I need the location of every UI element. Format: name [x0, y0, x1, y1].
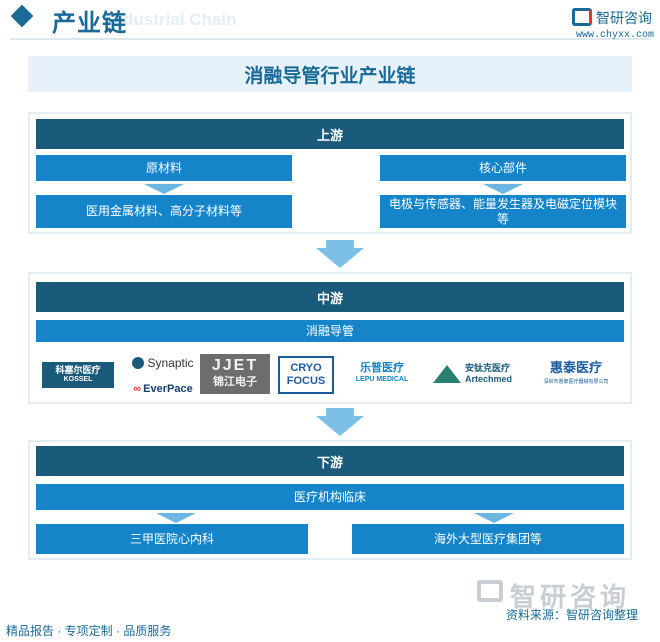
header-divider [10, 38, 650, 40]
upstream-section: 上游 原材料 医用金属材料、高分子材料等 核心部件 电极与传感器、能量发生器及电… [28, 112, 632, 234]
watermark-text: 智研咨询 [510, 582, 631, 612]
downstream-section: 下游 医疗机构临床 三甲医院心内科 海外大型医疗集团等 [28, 440, 632, 560]
logo-huitai: 惠泰医疗 深圳市惠泰医疗器械有限公司 [543, 360, 609, 386]
logo-artechmed: 安钛克医疗 Artechmed [428, 358, 516, 390]
brand-logo-icon [572, 8, 592, 26]
artechmed-mark-icon [432, 365, 461, 383]
upstream-right-detail: 电极与传感器、能量发生器及电磁定位模块等 [380, 195, 626, 228]
main-title-band: 消融导管行业产业链 [28, 56, 632, 92]
header-title: 产业链 [52, 9, 127, 37]
upstream-left-detail: 医用金属材料、高分子材料等 [36, 195, 292, 228]
upstream-header: 上游 [36, 119, 624, 149]
logo-synaptic: Synaptic [130, 354, 196, 372]
upstream-left-label: 原材料 [36, 155, 292, 181]
logo-jjet: JJET 锦江电子 [200, 354, 270, 394]
arrow-down-icon [144, 184, 184, 194]
arrow-down-icon [156, 513, 196, 523]
brand-url: www.chyxx.com [576, 30, 655, 41]
downstream-left: 三甲医院心内科 [36, 524, 308, 554]
midstream-header: 中游 [36, 282, 624, 312]
page-header: Industrial Chain 产业链 智研咨询 www.chyxx.com [0, 0, 660, 44]
main-title: 消融导管行业产业链 [244, 64, 416, 87]
downstream-header: 下游 [36, 446, 624, 476]
arrow-down-icon [483, 184, 523, 194]
synaptic-mark-icon [132, 357, 145, 369]
everpace-mark-icon: ∞ [133, 383, 142, 395]
logo-everpace: ∞ EverPace [133, 383, 193, 395]
header-subtitle: Industrial Chain [108, 10, 237, 29]
upstream-right-label: 核心部件 [380, 155, 626, 181]
logo-cryofocus: CRYO FOCUS [278, 356, 334, 394]
arrow-down-icon [316, 408, 364, 436]
logo-kossel: 科塞尔医疗 KOSSEL [42, 362, 114, 388]
logo-lepu: 乐普医疗 LEPU MEDICAL [355, 362, 409, 383]
source-note: 资料来源：智研咨询整理 [506, 608, 639, 622]
watermark-logo-icon [477, 580, 503, 602]
brand-name: 智研咨询 [596, 11, 652, 27]
midstream-section: 中游 消融导管 科塞尔医疗 KOSSEL Synaptic ∞ EverPace… [28, 272, 632, 404]
arrow-down-icon [316, 240, 364, 268]
downstream-right: 海外大型医疗集团等 [352, 524, 624, 554]
downstream-product: 医疗机构临床 [36, 484, 624, 510]
diamond-icon [10, 4, 34, 28]
footer-services: 精品报告 · 专项定制 · 品质服务 [6, 624, 172, 638]
arrow-down-icon [474, 513, 514, 523]
midstream-product: 消融导管 [36, 320, 624, 342]
